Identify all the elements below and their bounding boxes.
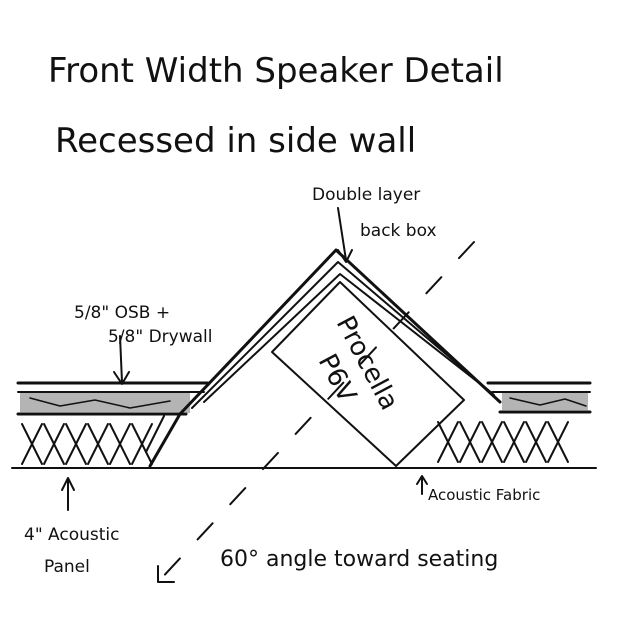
fabric-arrow <box>416 475 428 495</box>
angle-label: 60° angle toward seating <box>220 547 498 572</box>
acoustic-panel-label-line-1: 4" Acoustic <box>24 525 119 545</box>
right-wall-layer <box>486 381 592 414</box>
left-acoustic-panel-marks <box>21 423 153 465</box>
acoustic-fabric-label: Acoustic Fabric <box>428 486 540 504</box>
title-line-2: Recessed in side wall <box>55 121 416 161</box>
angle-arrow-head <box>157 565 175 583</box>
angle-guide-line <box>157 241 475 583</box>
back-box-arrow <box>337 207 353 263</box>
left-wall-layer <box>16 381 210 416</box>
acoustic-panel-label-line-2: Panel <box>44 557 90 577</box>
back-box-label-line-2: back box <box>360 221 437 241</box>
right-acoustic-panel-marks <box>437 421 569 463</box>
panel-arrow <box>61 477 75 511</box>
wall-layer-label-line-1: 5/8" OSB + <box>74 303 170 323</box>
back-box-label-line-1: Double layer <box>312 185 420 205</box>
speaker-body <box>271 281 465 467</box>
back-box <box>145 248 502 468</box>
wall-layer-label-line-2: 5/8" Drywall <box>108 327 213 347</box>
wall-layer-arrow <box>113 335 130 385</box>
title-line-1: Front Width Speaker Detail <box>48 51 504 91</box>
